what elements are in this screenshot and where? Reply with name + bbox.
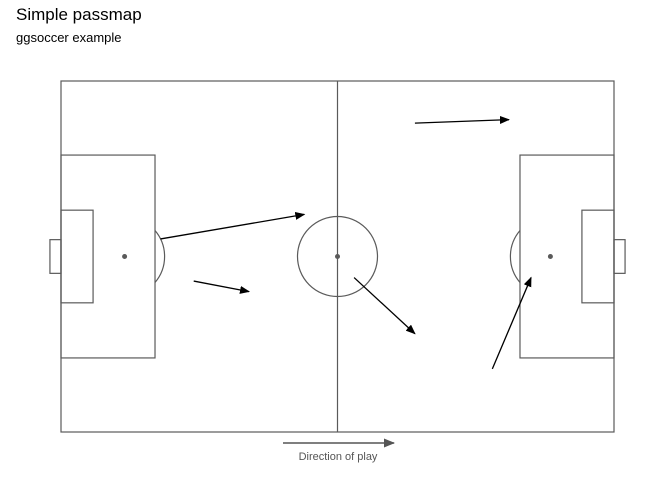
right-penalty-arc <box>509 230 521 283</box>
left-penalty-arc <box>154 230 166 283</box>
right-six-yard-box <box>581 209 615 304</box>
pass-arrow-3 <box>414 115 510 124</box>
centre-circle <box>296 215 379 298</box>
passes <box>160 115 532 370</box>
left-goal <box>49 239 62 274</box>
pitch-markings <box>49 80 626 433</box>
pass-arrow-4 <box>491 276 532 370</box>
pass-arrow-5 <box>353 277 416 335</box>
right-goal <box>613 239 626 274</box>
right-penalty-box <box>519 154 615 359</box>
centre-spot <box>335 254 340 259</box>
left-penalty-spot <box>122 254 128 259</box>
pass-arrow-1 <box>193 280 251 294</box>
pass-arrow-2 <box>160 211 306 240</box>
direction-of-play-label: Direction of play <box>299 451 378 463</box>
chart-subtitle: ggsoccer example <box>16 30 122 45</box>
chart-title: Simple passmap <box>16 5 142 24</box>
left-penalty-box <box>60 154 156 359</box>
right-penalty-spot <box>547 254 553 259</box>
left-six-yard-box <box>60 209 94 304</box>
